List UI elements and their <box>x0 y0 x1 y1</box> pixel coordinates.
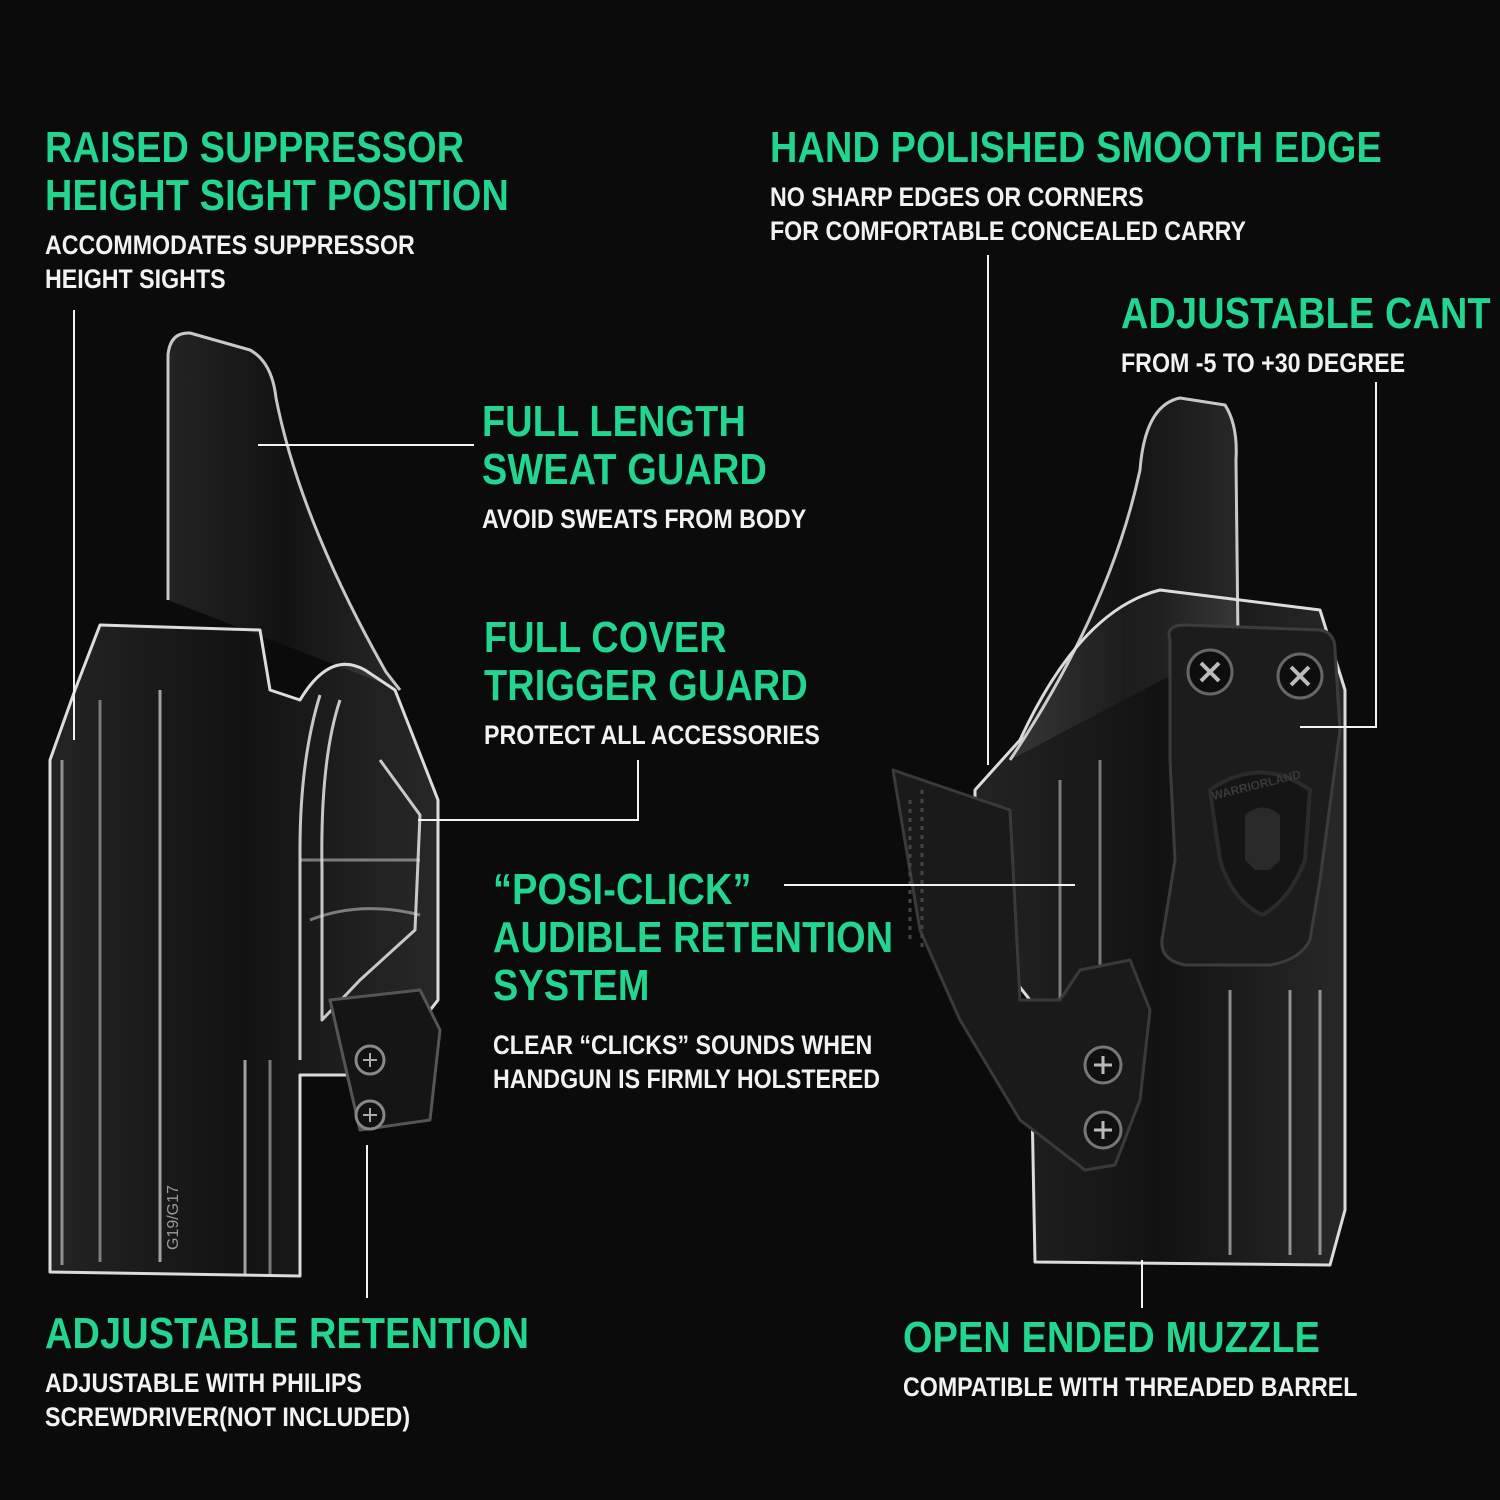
feature-posi-click-desc: CLEAR “CLICKS” SOUNDS WHEN HANDGUN IS FI… <box>493 1028 893 1096</box>
leader-cant <box>1300 382 1377 728</box>
feature-trigger-guard-title: FULL COVER TRIGGER GUARD <box>484 614 820 710</box>
feature-suppressor-title: RAISED SUPPRESSOR HEIGHT SIGHT POSITION <box>45 124 509 220</box>
feature-retention-desc: ADJUSTABLE WITH PHILIPS SCREWDRIVER(NOT … <box>45 1366 529 1434</box>
feature-cant-title: ADJUSTABLE CANT <box>1121 290 1491 338</box>
feature-muzzle-desc: COMPATIBLE WITH THREADED BARREL <box>903 1370 1357 1404</box>
leader-trigger-guard <box>418 760 639 821</box>
feature-adjustable-cant: ADJUSTABLE CANT FROM -5 TO +30 DEGREE <box>1121 290 1500 380</box>
feature-trigger-guard-title-line: TRIGGER GUARD <box>484 661 808 710</box>
feature-suppressor-title-line: HEIGHT SIGHT POSITION <box>45 171 510 220</box>
feature-adjustable-retention: ADJUSTABLE RETENTION ADJUSTABLE WITH PHI… <box>45 1310 608 1434</box>
feature-sweat-guard-title-line: FULL LENGTH <box>482 397 746 446</box>
feature-smooth-edge-title-line: HAND POLISHED SMOOTH EDGE <box>770 123 1382 172</box>
feature-open-muzzle: OPEN ENDED MUZZLE COMPATIBLE WITH THREAD… <box>903 1314 1431 1404</box>
feature-posi-click-title-line: AUDIBLE RETENTION <box>493 913 894 962</box>
feature-trigger-guard-desc: PROTECT ALL ACCESSORIES <box>484 718 820 752</box>
feature-muzzle-desc-line: COMPATIBLE WITH THREADED BARREL <box>903 1372 1358 1402</box>
feature-cant-desc-line: FROM -5 TO +30 DEGREE <box>1121 348 1406 378</box>
feature-sweat-guard: FULL LENGTH SWEAT GUARD AVOID SWEATS FRO… <box>482 398 859 536</box>
feature-suppressor-title-line: RAISED SUPPRESSOR <box>45 123 465 172</box>
feature-suppressor-desc-line: HEIGHT SIGHTS <box>45 264 226 294</box>
feature-retention-desc-line: ADJUSTABLE WITH PHILIPS <box>45 1368 362 1398</box>
feature-posi-click-title-line: SYSTEM <box>493 961 650 1010</box>
feature-smooth-edge-desc: NO SHARP EDGES OR CORNERS FOR COMFORTABL… <box>770 180 1382 248</box>
feature-sweat-guard-desc: AVOID SWEATS FROM BODY <box>482 502 806 536</box>
feature-posi-click-desc-line: HANDGUN IS FIRMLY HOLSTERED <box>493 1064 881 1094</box>
feature-posi-click-title: “POSI-CLICK” AUDIBLE RETENTION SYSTEM <box>493 866 893 1010</box>
feature-posi-click-title-line: “POSI-CLICK” <box>493 865 752 914</box>
feature-posi-click: “POSI-CLICK” AUDIBLE RETENTION SYSTEM CL… <box>493 866 958 1096</box>
feature-retention-title: ADJUSTABLE RETENTION <box>45 1310 529 1358</box>
feature-suppressor-desc: ACCOMMODATES SUPPRESSOR HEIGHT SIGHTS <box>45 228 509 296</box>
right-holster <box>891 396 1347 1267</box>
feature-suppressor-desc-line: ACCOMMODATES SUPPRESSOR <box>45 230 415 260</box>
feature-sweat-guard-title: FULL LENGTH SWEAT GUARD <box>482 398 806 494</box>
feature-sweat-guard-desc-line: AVOID SWEATS FROM BODY <box>482 504 807 534</box>
feature-trigger-guard-title-line: FULL COVER <box>484 613 727 662</box>
feature-cant-title-line: ADJUSTABLE CANT <box>1121 289 1491 338</box>
feature-trigger-guard-desc-line: PROTECT ALL ACCESSORIES <box>484 720 820 750</box>
feature-suppressor-sight: RAISED SUPPRESSOR HEIGHT SIGHT POSITION … <box>45 124 585 296</box>
feature-smooth-edge-title: HAND POLISHED SMOOTH EDGE <box>770 124 1382 172</box>
feature-muzzle-title: OPEN ENDED MUZZLE <box>903 1314 1357 1362</box>
left-holster-model-mark: G19/G17 <box>165 1185 182 1250</box>
left-holster <box>48 331 442 1278</box>
feature-smooth-edge-desc-line: FOR COMFORTABLE CONCEALED CARRY <box>770 216 1246 246</box>
feature-muzzle-title-line: OPEN ENDED MUZZLE <box>903 1313 1321 1362</box>
feature-cant-desc: FROM -5 TO +30 DEGREE <box>1121 346 1491 380</box>
left-sweat-guard <box>166 331 402 691</box>
feature-retention-desc-line: SCREWDRIVER(NOT INCLUDED) <box>45 1402 411 1432</box>
feature-smooth-edge: HAND POLISHED SMOOTH EDGE NO SHARP EDGES… <box>770 124 1482 248</box>
feature-smooth-edge-desc-line: NO SHARP EDGES OR CORNERS <box>770 182 1144 212</box>
feature-trigger-guard: FULL COVER TRIGGER GUARD PROTECT ALL ACC… <box>484 614 875 752</box>
feature-sweat-guard-title-line: SWEAT GUARD <box>482 445 767 494</box>
feature-retention-title-line: ADJUSTABLE RETENTION <box>45 1309 530 1358</box>
feature-posi-click-desc-line: CLEAR “CLICKS” SOUNDS WHEN <box>493 1030 873 1060</box>
leader-lines <box>73 255 1377 1308</box>
